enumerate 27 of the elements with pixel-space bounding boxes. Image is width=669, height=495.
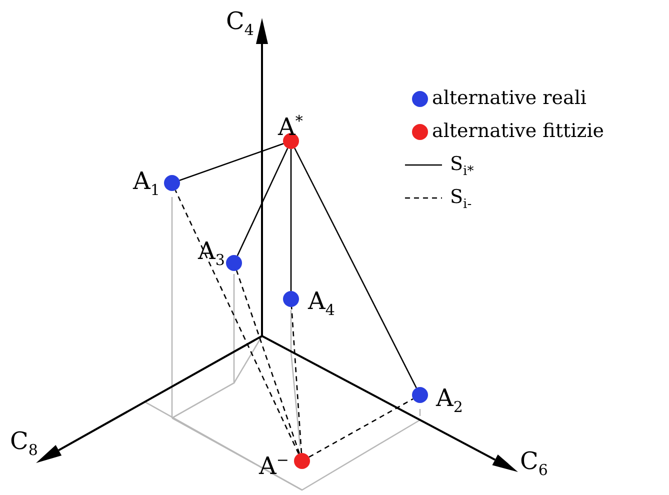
point-label: A$_{4}$ — [308, 288, 335, 321]
axis-label: C$_{4}$ — [226, 8, 254, 41]
point-marker — [412, 387, 428, 403]
solid-line — [236, 148, 288, 256]
legend-label: S$_{i*}$ — [450, 153, 474, 181]
legend-label: alternative reali — [432, 87, 586, 109]
point-marker — [164, 175, 180, 191]
dashed-line — [174, 190, 300, 454]
point-marker — [283, 133, 299, 149]
legend-label: S$_{i-}$ — [450, 186, 472, 214]
dashed-line — [308, 398, 414, 458]
dashed-line — [236, 270, 300, 454]
point-marker — [283, 291, 299, 307]
dashed-line — [290, 306, 302, 454]
point-label: A$_{2}$ — [436, 385, 463, 418]
point-label: A$_{1}$ — [133, 168, 160, 201]
point-label: A$^{*}$ — [278, 111, 303, 140]
axis-label: C$_{6}$ — [520, 448, 548, 481]
solid-line — [294, 148, 417, 388]
point-marker — [294, 453, 310, 469]
point-label: A$^{−}$ — [259, 450, 289, 479]
axis-label: C$_{8}$ — [10, 428, 38, 461]
point-label: A$_{3}$ — [198, 238, 225, 271]
point-marker — [226, 255, 242, 271]
solid-line — [179, 143, 284, 181]
legend-label: alternative fittizie — [432, 120, 604, 142]
solid-line — [290, 149, 292, 291]
